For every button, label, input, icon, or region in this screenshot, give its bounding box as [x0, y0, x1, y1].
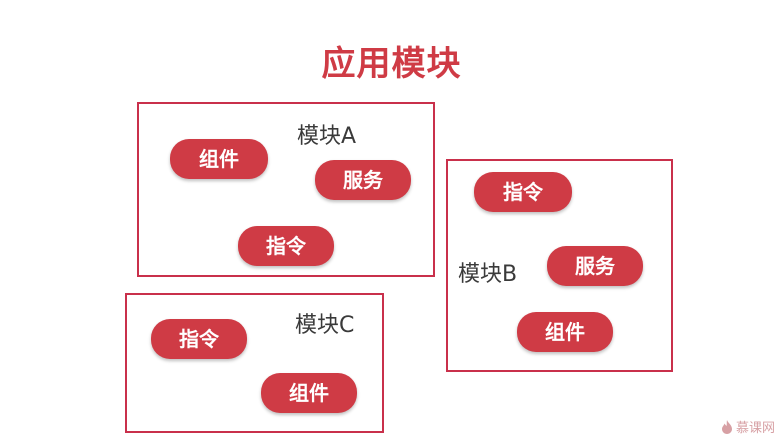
module-b-component-pill: 组件	[517, 312, 613, 352]
module-c-component-pill: 组件	[261, 373, 357, 413]
module-b-directive-pill: 指令	[474, 172, 572, 212]
watermark-text: 慕课网	[735, 421, 775, 436]
module-a-service-pill: 服务	[315, 160, 411, 200]
module-a-directive-pill: 指令	[238, 226, 334, 266]
module-a-box: 模块A 组件 服务 指令	[137, 102, 435, 277]
module-b-service-pill: 服务	[547, 246, 643, 286]
module-c-directive-pill: 指令	[151, 319, 247, 359]
module-a-label: 模块A	[297, 124, 357, 149]
module-c-box: 模块C 指令 组件	[125, 293, 384, 433]
page-title: 应用模块	[321, 44, 462, 84]
module-a-component-pill: 组件	[170, 139, 268, 179]
flame-logo-icon	[721, 419, 732, 434]
module-b-label: 模块B	[458, 262, 518, 287]
watermark: 慕课网	[721, 417, 775, 436]
module-c-label: 模块C	[295, 313, 355, 338]
module-b-box: 指令 模块B 服务 组件	[446, 159, 673, 372]
